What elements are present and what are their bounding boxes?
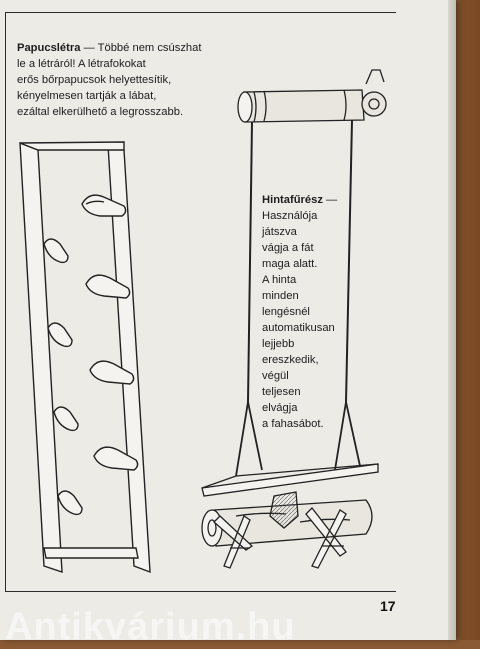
saw-gear	[361, 91, 387, 117]
swing-caption-line: minden	[262, 290, 299, 302]
rope-left-b	[247, 401, 263, 471]
swing-caption-line: ereszkedik,	[262, 354, 319, 366]
sawhorse-left	[213, 515, 254, 569]
watermark: Antikvárium.hu	[5, 606, 296, 648]
ladder-top-rung	[19, 141, 125, 151]
rope-left-a	[235, 401, 249, 477]
log-end	[201, 509, 223, 547]
swing-caption-line: A hinta	[262, 274, 297, 286]
swing-caption-title: Hintafűrész	[262, 194, 323, 206]
ladder-slipper	[93, 446, 139, 471]
ladder-slipper	[53, 406, 79, 432]
swing-caption-line: teljesen	[262, 386, 301, 398]
ladder-left-rail	[19, 141, 63, 573]
saw-blade	[269, 491, 299, 529]
swing-caption-line: lengésnél	[262, 306, 310, 318]
ladder-caption-line: ezáltal elkerülhető a legrosszabb.	[17, 106, 184, 118]
rope-right-a	[333, 401, 347, 477]
page-number: 17	[380, 598, 396, 614]
rope-right-top	[345, 119, 353, 403]
slipper-ladder-illustration	[19, 141, 151, 574]
swing-caption-line: Használója	[262, 210, 318, 222]
page-frame	[5, 12, 396, 592]
swing-caption-line: vágja a fát	[262, 242, 314, 254]
page-edge	[448, 0, 456, 640]
ladder-slipper	[43, 238, 69, 264]
swing-caption-line: automatikusan	[262, 322, 335, 334]
ladder-caption-line: erős bőrpapucsok helyettesítik,	[17, 74, 172, 86]
swing-caption-line: lejjebb	[262, 338, 295, 350]
gear-crank	[365, 69, 385, 85]
swing-caption-line: a fahasábot.	[262, 418, 324, 430]
rope-right-b	[345, 401, 361, 467]
ladder-slipper	[81, 194, 127, 217]
ladder-caption: Papucslétra — Többé nem csúszhat le a lé…	[17, 40, 232, 120]
ladder-caption-line: — Többé nem csúszhat	[80, 42, 202, 54]
ladder-slipper	[47, 322, 73, 348]
swing-saw-illustration	[201, 69, 387, 569]
swing-caption-line: játszva	[262, 226, 297, 238]
ladder-caption-line: kényelmesen tartják a lábat,	[17, 90, 157, 102]
ladder-slipper	[89, 360, 135, 385]
swing-caption-line: —	[322, 194, 338, 206]
rope-left-top	[247, 121, 253, 403]
ladder-slipper	[85, 274, 131, 299]
swing-seat	[201, 463, 379, 497]
swing-caption-line: elvágja	[262, 402, 298, 414]
ladder-caption-title: Papucslétra	[17, 42, 81, 54]
swing-caption-line: végül	[262, 370, 289, 382]
ladder-bottom-rung	[43, 547, 139, 559]
sawhorse-right	[305, 507, 347, 569]
roller-left-end	[237, 91, 253, 123]
swing-caption: Hintafűrész — Használója játszva vágja a…	[262, 192, 374, 432]
ladder-slipper	[57, 490, 83, 516]
ladder-caption-line: le a létráról! A létrafokokat	[17, 58, 146, 70]
swing-caption-line: maga alatt.	[262, 258, 318, 270]
